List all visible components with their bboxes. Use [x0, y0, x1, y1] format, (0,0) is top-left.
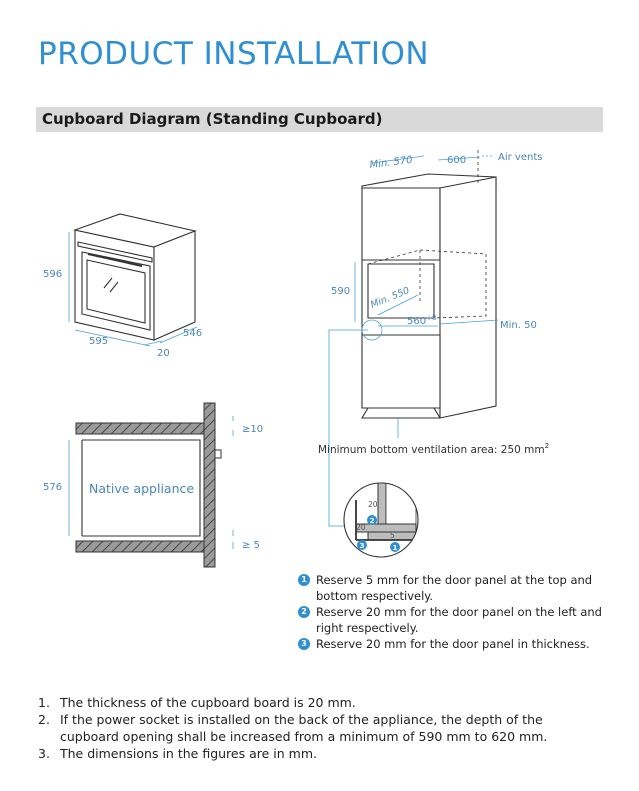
- width-tolerance-label: 560+8: [407, 314, 436, 327]
- min-gap-label: Min. 50: [500, 320, 537, 331]
- min-depth-label: Min. 550: [369, 285, 411, 311]
- top-gap-label: ≥10: [242, 424, 263, 435]
- note-item: 1 Reserve 5 mm for the door panel at the…: [298, 572, 618, 604]
- list-text: If the power socket is installed on the …: [60, 712, 548, 744]
- detail-marker-2: 2: [367, 515, 377, 525]
- page-title: PRODUCT INSTALLATION: [38, 36, 430, 72]
- detail-notes: 1 Reserve 5 mm for the door panel at the…: [298, 572, 618, 652]
- side-view-dimension-lines: [68, 416, 234, 549]
- opening-height-label: 590: [331, 286, 350, 297]
- detail-marker-1: 1: [390, 542, 400, 552]
- side-height-label: 576: [43, 482, 62, 493]
- cupboard-dimension-lines: [328, 155, 499, 527]
- svg-text:1: 1: [393, 544, 398, 552]
- section-title: Cupboard Diagram (Standing Cupboard): [42, 110, 383, 128]
- section-header: Cupboard Diagram (Standing Cupboard): [36, 107, 603, 132]
- svg-text:2: 2: [370, 517, 375, 525]
- list-number: 2.: [38, 712, 50, 727]
- detail-marker-3: 3: [357, 540, 367, 550]
- detail-circle: [343, 482, 419, 558]
- oven-width-label: 595: [89, 336, 108, 347]
- list-item: 2. If the power socket is installed on t…: [38, 711, 598, 745]
- note-marker: 2: [298, 606, 310, 618]
- svg-text:3: 3: [360, 542, 365, 550]
- native-appliance-label: Native appliance: [89, 481, 194, 496]
- oven-isometric: [72, 213, 197, 341]
- oven-dimension-lines: [68, 232, 198, 347]
- air-vents-label: Air vents: [498, 152, 542, 163]
- cupboard-depth-label: 600: [447, 155, 466, 166]
- detail-left-label: 20: [356, 523, 366, 532]
- oven-door-label: 20: [157, 348, 170, 359]
- installation-notes-list: 1. The thickness of the cupboard board i…: [38, 694, 598, 762]
- side-view-section: [75, 402, 222, 568]
- list-number: 3.: [38, 746, 50, 761]
- detail-bottom-label: 5: [390, 531, 395, 540]
- bottom-gap-label: ≥ 5: [242, 540, 260, 551]
- list-number: 1.: [38, 695, 50, 710]
- note-item: 2 Reserve 20 mm for the door panel on th…: [298, 604, 618, 636]
- note-marker: 1: [298, 574, 310, 586]
- note-text: Reserve 20 mm for the door panel in thic…: [316, 637, 590, 651]
- cupboard-min-width-label: Min. 570: [369, 155, 413, 171]
- oven-height-label: 596: [43, 269, 62, 280]
- list-item: 1. The thickness of the cupboard board i…: [38, 694, 598, 711]
- list-item: 3. The dimensions in the figures are in …: [38, 745, 598, 762]
- note-text: Reserve 20 mm for the door panel on the …: [316, 605, 602, 635]
- ventilation-area-label: Minimum bottom ventilation area: 250 mm2: [318, 442, 549, 456]
- detail-top-label: 20: [368, 500, 378, 509]
- note-item: 3 Reserve 20 mm for the door panel in th…: [298, 636, 618, 652]
- list-text: The dimensions in the figures are in mm.: [60, 746, 317, 761]
- note-marker: 3: [298, 638, 310, 650]
- oven-depth-label: 546: [183, 328, 202, 339]
- cupboard-dashed-niche: [367, 150, 487, 319]
- note-text: Reserve 5 mm for the door panel at the t…: [316, 573, 593, 603]
- standing-cupboard: [361, 173, 497, 419]
- list-text: The thickness of the cupboard board is 2…: [60, 695, 356, 710]
